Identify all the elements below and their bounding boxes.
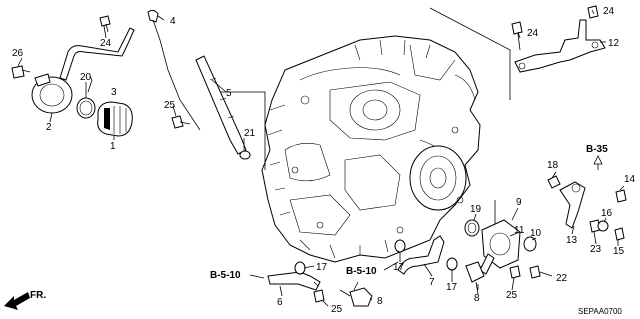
callout-14[interactable]: 14 xyxy=(624,174,636,185)
bolt-26 xyxy=(11,65,31,79)
callout-25-right[interactable]: 25 xyxy=(506,290,518,301)
pipe-7 xyxy=(397,235,445,275)
callout-17-left[interactable]: 17 xyxy=(316,262,328,273)
callout-7[interactable]: 7 xyxy=(429,277,435,288)
callout-25-bottom[interactable]: 25 xyxy=(331,304,343,315)
callout-5[interactable]: 5 xyxy=(226,88,232,99)
bolt-24-left xyxy=(99,15,111,33)
bolt-24-top-center xyxy=(511,21,523,51)
callout-12[interactable]: 12 xyxy=(608,38,620,49)
pipe-6 xyxy=(267,271,321,291)
lever-13 xyxy=(559,181,586,229)
bolt-22 xyxy=(529,265,553,279)
bolt-25-right xyxy=(509,265,521,279)
clip-18 xyxy=(547,175,561,189)
callout-26[interactable]: 26 xyxy=(12,48,24,59)
tube-5 xyxy=(195,55,247,155)
transmission-case xyxy=(261,35,481,263)
callouts: 26 2 20 3 1 24 4 5 25 21 24 24 12 18 14 … xyxy=(12,6,636,315)
bolt-8-bottom xyxy=(339,287,373,307)
callout-17-center-b[interactable]: 17 xyxy=(393,262,405,273)
callout-1[interactable]: 1 xyxy=(110,141,116,152)
callout-19[interactable]: 19 xyxy=(470,204,482,215)
callout-2[interactable]: 2 xyxy=(46,122,52,133)
bolt-14 xyxy=(615,189,627,203)
dipstick-4 xyxy=(147,9,201,131)
bolt-25-bottom xyxy=(313,289,325,303)
seal-21 xyxy=(239,150,251,160)
callout-17-center-a[interactable]: 17 xyxy=(446,282,458,293)
pipe-3 xyxy=(59,27,135,81)
bolt-15 xyxy=(614,227,625,241)
callout-24-left[interactable]: 24 xyxy=(100,38,112,49)
callout-13[interactable]: 13 xyxy=(566,235,578,246)
callout-21[interactable]: 21 xyxy=(244,128,256,139)
callout-23[interactable]: 23 xyxy=(590,244,602,255)
washer-17-center-a xyxy=(446,257,458,271)
sensor-8-right xyxy=(465,261,485,295)
callout-3[interactable]: 3 xyxy=(111,87,117,98)
washer-17-left xyxy=(294,261,306,275)
arrow-icon xyxy=(4,292,30,310)
washer-10 xyxy=(523,236,537,252)
callout-4[interactable]: 4 xyxy=(170,16,176,27)
references: B-35 B-5-10 B-5-10 xyxy=(210,144,608,281)
front-arrow: FR. xyxy=(4,290,46,310)
diagram-code: SEPAA0700 xyxy=(578,307,622,316)
leader-lines xyxy=(17,9,625,307)
callout-6[interactable]: 6 xyxy=(277,297,283,308)
callout-25-left[interactable]: 25 xyxy=(164,100,176,111)
ref-b510-left[interactable]: B-5-10 xyxy=(210,270,241,281)
front-label: FR. xyxy=(30,290,46,301)
callout-24-center[interactable]: 24 xyxy=(527,28,539,39)
callout-24-right[interactable]: 24 xyxy=(603,6,615,17)
ref-b35[interactable]: B-35 xyxy=(586,144,608,155)
washer-16 xyxy=(597,220,609,232)
callout-18[interactable]: 18 xyxy=(547,160,559,171)
seal-19 xyxy=(464,219,480,237)
switch-11 xyxy=(479,219,521,275)
o-ring-20 xyxy=(76,97,96,119)
ref-b510-center[interactable]: B-5-10 xyxy=(346,266,377,277)
callout-11[interactable]: 11 xyxy=(514,225,525,236)
callout-15[interactable]: 15 xyxy=(613,246,625,257)
callout-9[interactable]: 9 xyxy=(516,197,522,208)
bracket-12 xyxy=(514,19,606,73)
bolt-25-left xyxy=(171,115,191,129)
washer-17-center-b xyxy=(394,239,406,253)
callout-10[interactable]: 10 xyxy=(530,228,542,239)
callout-22[interactable]: 22 xyxy=(556,273,568,284)
callout-20[interactable]: 20 xyxy=(80,72,92,83)
callout-8-bottom[interactable]: 8 xyxy=(377,296,383,307)
callout-8-right[interactable]: 8 xyxy=(474,293,480,304)
housing-2 xyxy=(31,73,73,114)
callout-16[interactable]: 16 xyxy=(601,208,613,219)
filter-1 xyxy=(97,101,133,137)
